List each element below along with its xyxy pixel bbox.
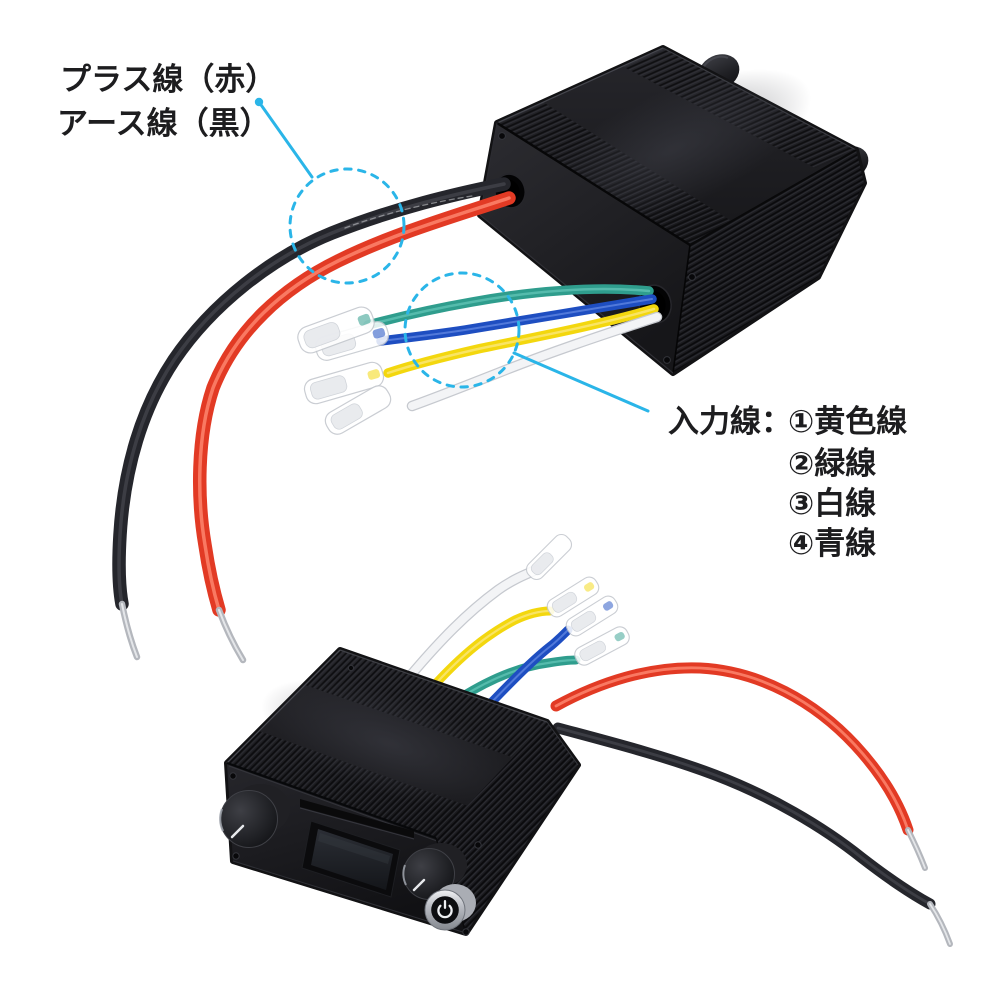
callout-circle-input-wires xyxy=(403,271,521,389)
input-wire-yellow xyxy=(425,606,555,695)
annotation-layer: プラス線（赤） アース線（黒） 入力線： ①黄色線 ②緑線 ③白線 ④青線 xyxy=(57,62,907,562)
crimp-terminal-white xyxy=(324,385,392,435)
control-knob-right xyxy=(402,843,467,900)
crimp-terminal-yellow xyxy=(303,361,385,405)
ground-wire xyxy=(112,177,511,661)
stripped-wire-tip xyxy=(121,603,138,658)
power-icon xyxy=(437,900,453,919)
plus-wire xyxy=(193,191,516,664)
slot-highlight xyxy=(299,807,415,840)
edge-shadow xyxy=(226,761,437,840)
input-wire-green xyxy=(363,284,654,330)
top-face-sheen xyxy=(261,679,519,809)
knob-indicator xyxy=(412,878,426,892)
ground-wire xyxy=(552,722,953,947)
crimp-terminal-white xyxy=(525,533,573,581)
edge-highlight xyxy=(662,47,857,151)
crimp-terminal-yellow xyxy=(546,576,600,618)
display xyxy=(301,820,401,898)
fin-band xyxy=(227,731,468,838)
edge-shadow xyxy=(496,121,691,247)
input-wire-blue xyxy=(376,294,657,346)
stripped-wire-tip xyxy=(218,609,244,661)
callout-circle-power-wires xyxy=(288,167,406,285)
input-wire-item-white: ③白線 xyxy=(788,486,876,522)
plus-wire-label: プラス線（赤） xyxy=(60,62,276,98)
ground-wire-label: アース線（黒） xyxy=(57,106,271,142)
wire-print-marking xyxy=(344,195,473,229)
stripped-wire-tip xyxy=(929,903,951,945)
callout-dot xyxy=(254,97,264,107)
edge-highlight xyxy=(232,860,467,934)
power-button xyxy=(424,884,476,931)
knob-indicator xyxy=(230,824,245,839)
edge-shadow xyxy=(672,244,691,374)
crimp-terminal-green xyxy=(297,306,375,354)
input-wire-item-blue: ④青線 xyxy=(788,526,876,562)
stripped-wire-tip xyxy=(907,829,926,869)
volume-knob-left xyxy=(219,784,290,848)
edge-highlight xyxy=(339,649,548,723)
edge-highlight xyxy=(496,47,664,124)
crimp-terminal-green xyxy=(574,626,630,666)
fin-band xyxy=(305,650,547,757)
edge-highlight xyxy=(546,721,579,766)
fin-band xyxy=(673,150,864,373)
input-wire-green xyxy=(455,655,581,703)
front-slot xyxy=(300,799,414,838)
input-wire-item-green: ②緑線 xyxy=(788,446,876,482)
edge-highlight xyxy=(226,649,341,764)
fin-band xyxy=(436,722,578,933)
input-wires-label-prefix: 入力線： xyxy=(668,404,792,440)
top-device xyxy=(112,45,869,664)
crimp-terminal-blue xyxy=(565,595,619,637)
callout-leader-power xyxy=(257,100,314,179)
input-wire-blue xyxy=(483,625,573,711)
callout-leader-input xyxy=(512,351,650,413)
plus-wire xyxy=(550,662,928,871)
input-wire-white xyxy=(399,564,542,688)
bottom-device xyxy=(219,533,953,947)
front-panel-screws xyxy=(229,664,482,936)
input-wire-item-yellow: ①黄色線 xyxy=(788,404,907,440)
edge-shadow xyxy=(689,149,857,246)
